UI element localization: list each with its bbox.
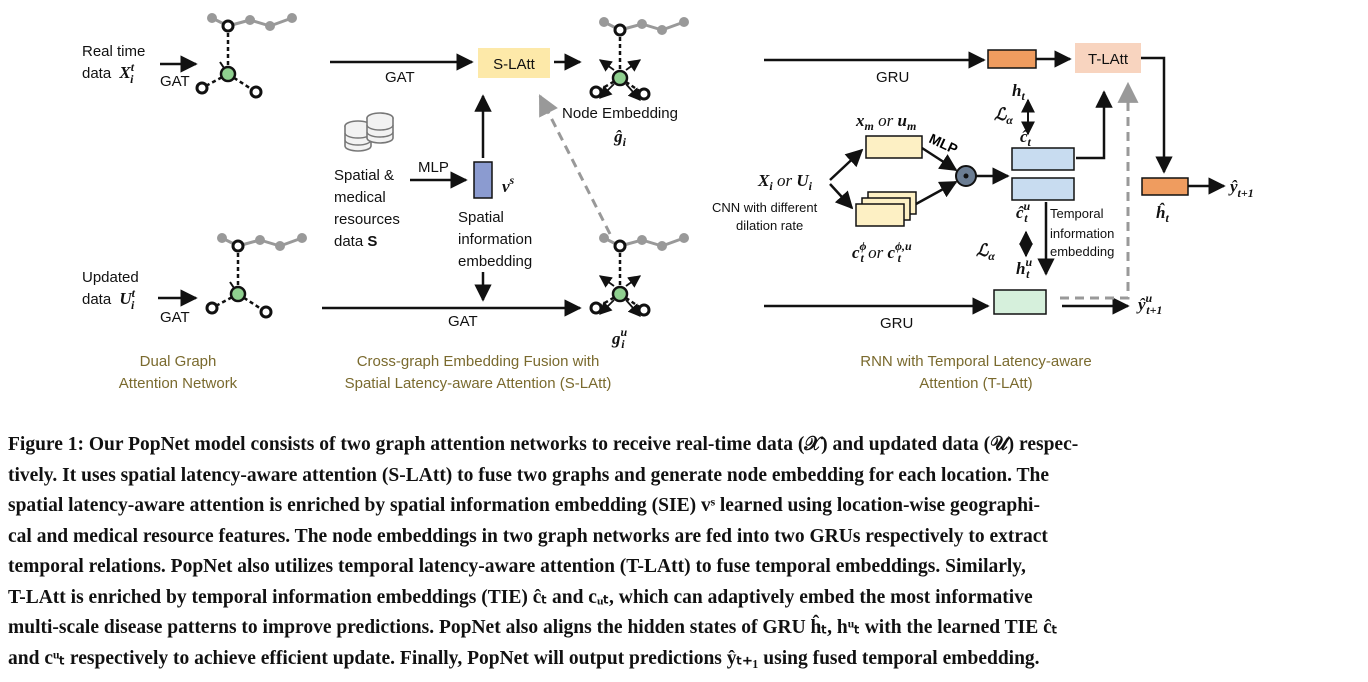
arrow-xm-to-dot [921, 146, 958, 172]
arrow-tlatt-to-hhat [1141, 56, 1173, 174]
caption-line-4: cal and medical resource features. The n… [8, 525, 1048, 547]
gru-bottom-box [993, 289, 1047, 315]
gu-graph-icon [591, 233, 689, 316]
gru-label-bottom: GRU [880, 315, 913, 332]
ht-symbol: ht [1012, 81, 1025, 103]
tlatt-box [1075, 43, 1141, 73]
caption-line-3: spatial latency-aware attention is enric… [8, 495, 1040, 516]
arrow-xi-to-cphi [829, 183, 854, 210]
xi-ui-symbol: Xi or Ui [757, 171, 813, 193]
gru-top-box [987, 49, 1037, 69]
middle-caption-line2: Spatial Latency-aware Attention (S-LAtt) [345, 375, 612, 392]
right-caption-line2: Attention (T-LAtt) [919, 375, 1032, 392]
caption-line-2: tively. It uses spatial latency-aware at… [8, 464, 1050, 486]
g-hat-symbol: ĝi [613, 127, 627, 149]
temporal-info-line2: information [1050, 226, 1114, 241]
dashed-arrow-gu-to-slatt [538, 94, 612, 235]
arrow-xi-to-xm [829, 148, 864, 181]
spatial-info-line3: embedding [458, 253, 532, 270]
loss-symbol-top: ℒα [994, 105, 1013, 127]
updated-graph-icon [205, 231, 309, 319]
arrow-cphi-to-dot [915, 180, 958, 206]
gat-label-left-top: GAT [160, 73, 190, 90]
slatt-box [478, 48, 550, 78]
loss-symbol-bottom: ℒα [976, 241, 995, 263]
node-embedding-graph-icon [591, 17, 689, 100]
c-t-symbol: ĉt [1020, 127, 1032, 149]
spatial-data-line1: Spatial & [334, 167, 394, 184]
gat-label-left-bottom: GAT [160, 309, 190, 326]
spatial-data-line3: resources [334, 211, 400, 228]
spatial-data-line4: data S [334, 233, 377, 250]
y-hat-symbol: ŷt+1 [1228, 177, 1254, 200]
arrow-c-to-tlatt [1076, 90, 1113, 160]
dashed-arrow-to-tlatt [1060, 81, 1139, 300]
h-hat-box [1141, 177, 1189, 196]
left-caption-line1: Dual Graph [140, 353, 217, 370]
spatial-data-line2: medical [334, 189, 386, 206]
cphi-box-front [855, 203, 905, 227]
caption-line-7: multi-scale disease patterns to improve … [8, 617, 1058, 638]
tlatt-label: T-LAtt [1088, 51, 1129, 68]
gat-label-mid-bottom: GAT [448, 313, 478, 330]
caption-line-1: Figure 1: Our PopNet model consists of t… [8, 434, 1079, 455]
right-caption-line1: RNN with Temporal Latency-aware [860, 353, 1091, 370]
figure-caption: Figure 1: Our PopNet model consists of t… [8, 430, 1360, 674]
caption-line-8: and cᵘₜ respectively to achieve efficien… [8, 647, 1040, 669]
c-hat-box [1011, 147, 1075, 171]
dot-product-center [963, 173, 969, 179]
cnn-label-line2: dilation rate [736, 218, 803, 233]
realtime-graph-icon [195, 11, 299, 99]
spatial-info-line2: information [458, 231, 532, 248]
updated-label-line1: Updated [82, 269, 139, 286]
temporal-info-line1: Temporal [1050, 206, 1104, 221]
cnn-label-line1: CNN with different [712, 200, 818, 215]
caption-line-5: temporal relations. PopNet also utilizes… [8, 556, 1026, 577]
database-icon [344, 112, 394, 152]
caption-line-6: T-LAtt is enriched by temporal informati… [8, 586, 1033, 608]
gat-label-mid-top: GAT [385, 69, 415, 86]
gru-label-top: GRU [876, 69, 909, 86]
h-hat-symbol: ĥt [1156, 203, 1169, 225]
xm-um-symbol: xm or um [855, 111, 916, 133]
slatt-label: S-LAtt [493, 56, 536, 73]
xm-box [865, 135, 923, 159]
middle-caption-line1: Cross-graph Embedding Fusion with [357, 353, 600, 370]
c-u-box [1011, 177, 1075, 201]
left-caption-line2: Attention Network [119, 375, 238, 392]
vs-box [473, 161, 493, 199]
realtime-label-line1: Real time [82, 43, 145, 60]
node-embedding-label: Node Embedding [562, 105, 678, 122]
mlp-label-mid: MLP [418, 159, 449, 176]
vs-symbol: vs [502, 173, 515, 196]
spatial-info-line1: Spatial [458, 209, 504, 226]
temporal-info-line3: embedding [1050, 244, 1114, 259]
